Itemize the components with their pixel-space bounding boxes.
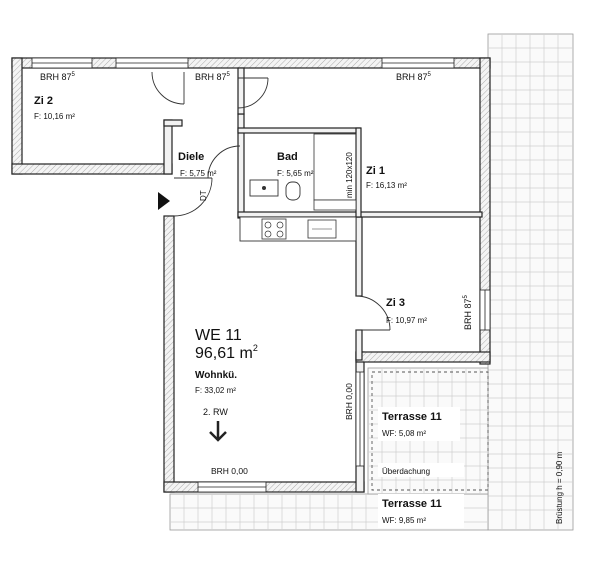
brh-zi2-label: BRH 875 — [40, 72, 76, 82]
brh-side-label: BRH 0,00 — [344, 383, 354, 420]
kitchen-counter — [239, 216, 357, 242]
room-zi2-name: Zi 2 — [34, 95, 53, 107]
entrance-arrow-icon — [158, 192, 170, 210]
terrace-lower-name: Terrasse 11 — [382, 498, 442, 510]
room-zi1-name: Zi 1 — [366, 165, 385, 177]
terrace-upper-area: WF: 5,08 m² — [382, 429, 426, 438]
railing-height-label: Brüstung h = 0,90 m — [555, 451, 564, 524]
brh-zi3-label: BRH 875 — [463, 294, 473, 330]
windows — [31, 57, 491, 493]
shower-size-label: min 120x120 — [345, 152, 354, 198]
room-zi3-area: F: 10,97 m² — [386, 316, 427, 325]
bath-fixtures — [249, 133, 357, 211]
room-zi1-area: F: 16,13 m² — [366, 181, 407, 190]
room-wohnkue-name: Wohnkü. — [195, 370, 237, 381]
room-diele-area: F: 5,75 m² — [180, 169, 217, 178]
room-bad-area: F: 5,65 m² — [277, 169, 314, 178]
rw-arrow-icon — [209, 421, 227, 442]
terrace-grid — [169, 33, 574, 531]
room-diele-name: Diele — [178, 151, 204, 163]
roofing-label: Überdachung — [382, 467, 430, 476]
rw-label: 2. RW — [203, 407, 228, 417]
unit-area: 96,61 m2 — [195, 343, 258, 362]
room-zi3-name: Zi 3 — [386, 297, 405, 309]
brh-bottom-label: BRH 0,00 — [211, 466, 248, 476]
door-swings — [151, 71, 391, 331]
brh-zi1-label: BRH 875 — [396, 72, 432, 82]
terrace-upper-name: Terrasse 11 — [382, 411, 442, 423]
terrace-lower-area: WF: 9,85 m² — [382, 516, 426, 525]
room-labels: BRH 875 BRH 875 BRH 875 BRH 875 Zi 2 F: … — [34, 72, 564, 525]
unit-id: WE 11 — [195, 327, 242, 344]
brh-diele-label: BRH 875 — [195, 72, 231, 82]
dt-label: DT — [199, 190, 208, 201]
room-zi2-area: F: 10,16 m² — [34, 112, 75, 121]
room-bad-name: Bad — [277, 151, 298, 163]
room-wohnkue-area: F: 33,02 m² — [195, 386, 236, 395]
